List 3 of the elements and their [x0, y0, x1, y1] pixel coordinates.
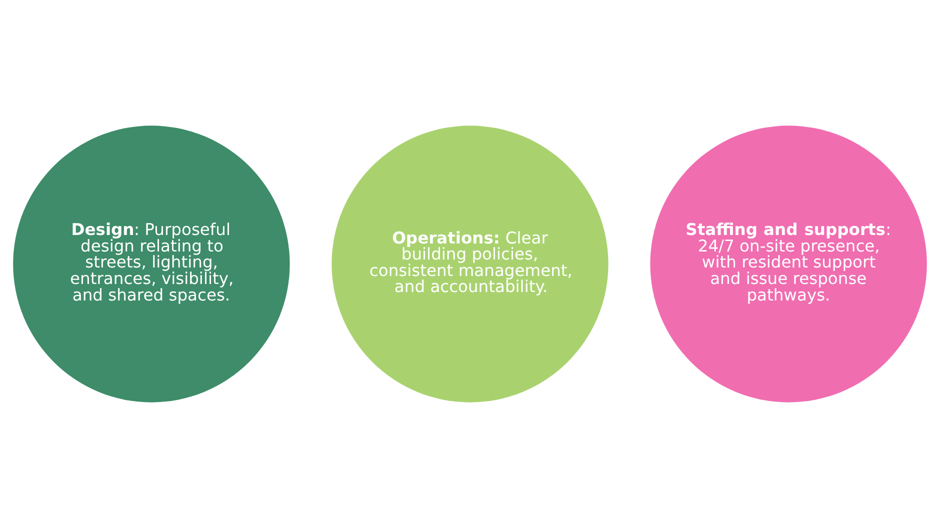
node-circle: Operations: Clear building policies, consistent management, and accountability.: [332, 126, 608, 402]
node-circle: Staffing and supports: 24/7 on-site presence, with resident support and issue response pathways.: [650, 126, 927, 402]
node-circle: Design: Purposeful design relating to streets, lighting, entrances, visibility, and shared spaces.: [13, 126, 290, 402]
